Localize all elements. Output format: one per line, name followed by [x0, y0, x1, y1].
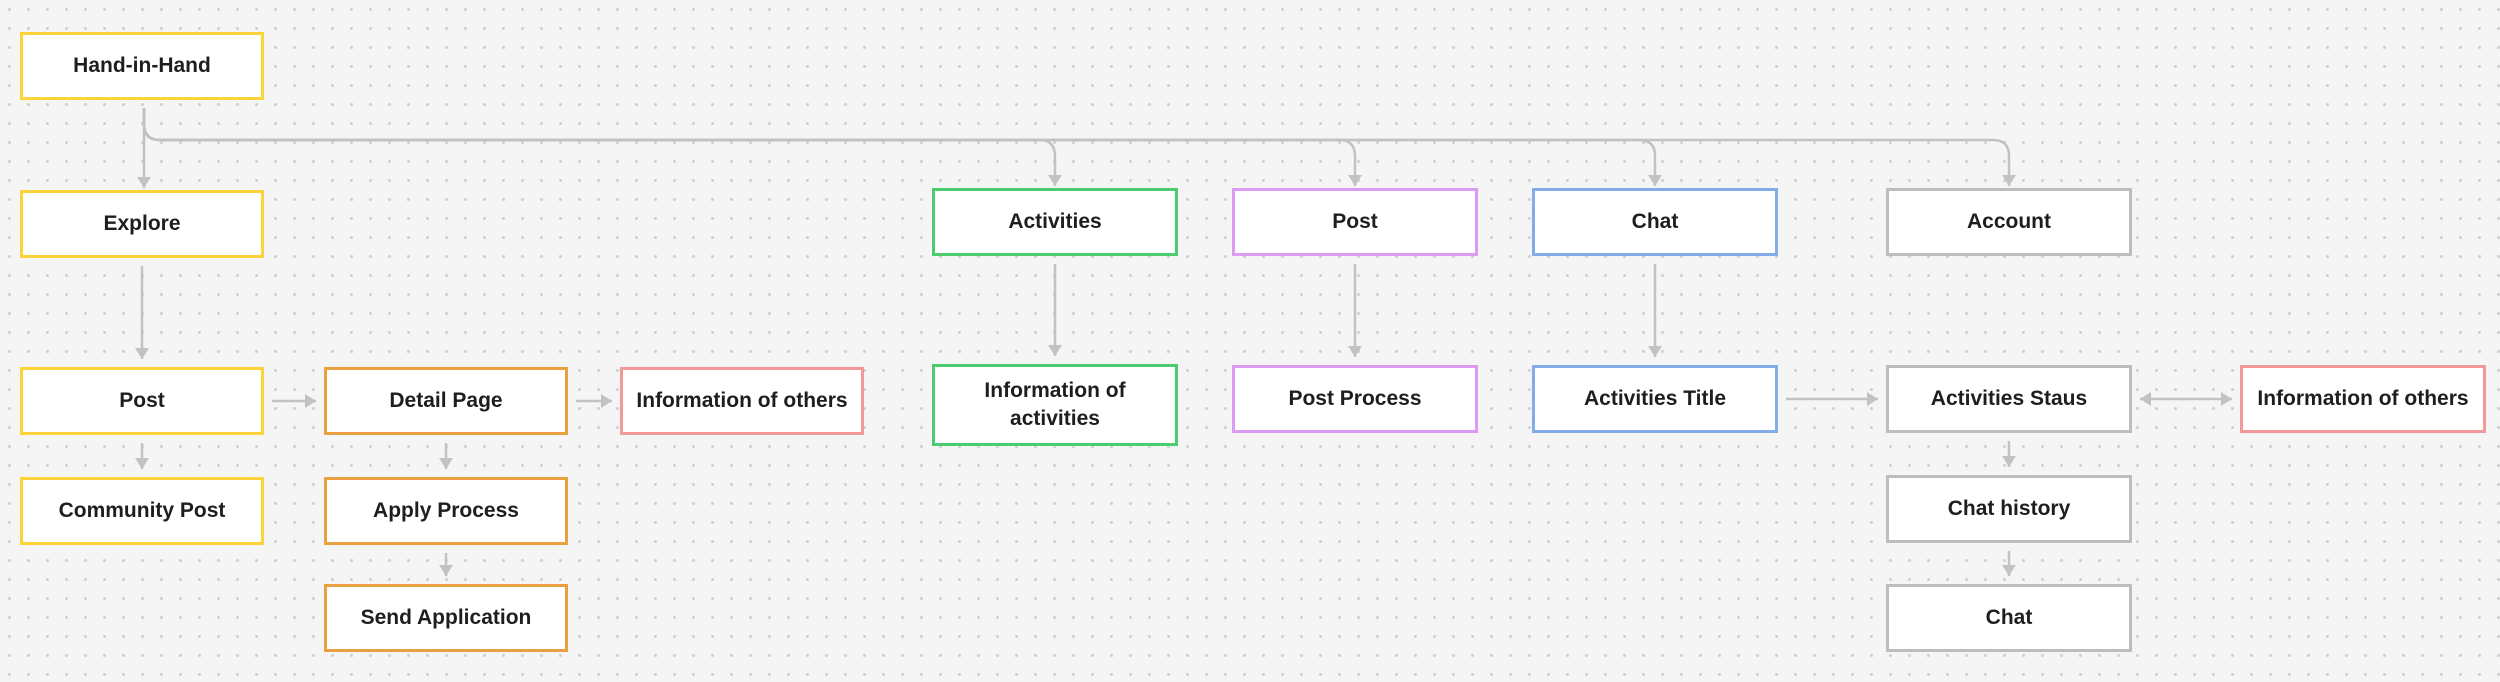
node-chat-history[interactable]: Chat history — [1886, 475, 2132, 543]
arrowhead-hand-in-hand-to-explore — [137, 177, 151, 188]
node-label: Activities — [1008, 210, 1102, 233]
arrowhead-post-to-community-post — [135, 458, 149, 469]
node-post-process[interactable]: Post Process — [1232, 365, 1478, 433]
node-detail-page[interactable]: Detail Page — [324, 367, 568, 435]
node-label: Hand-in-Hand — [73, 54, 211, 77]
arrowhead-activities-staus-to-chat-history — [2002, 456, 2016, 467]
arrowhead-hand-in-hand-to-chat-tab — [1648, 175, 1662, 186]
arrowhead-activities-to-information-of-activities — [1048, 345, 1062, 356]
arrowhead-activities-title-to-activities-staus — [1867, 392, 1878, 406]
node-apply-process[interactable]: Apply Process — [324, 477, 568, 545]
arrowhead-detail-page-to-apply-process — [439, 458, 453, 469]
arrowhead-hand-in-hand-to-activities — [1048, 175, 1062, 186]
node-label: Information of activities — [984, 379, 1126, 430]
node-label: Chat — [1985, 606, 2033, 629]
node-activities[interactable]: Activities — [932, 188, 1178, 256]
node-label: Activities Title — [1584, 387, 1726, 410]
node-information-of-others[interactable]: Information of others — [2240, 365, 2486, 433]
node-label: Post — [119, 389, 165, 412]
node-label: Chat history — [1947, 497, 2071, 520]
node-explore[interactable]: Explore — [20, 190, 264, 258]
node-label: Apply Process — [373, 499, 519, 522]
node-chat-tab[interactable]: Chat — [1532, 188, 1778, 256]
node-label: Activities Staus — [1930, 387, 2088, 410]
arrowhead-chat-tab-to-activities-title — [1648, 346, 1662, 357]
node-label: Information of others — [636, 389, 848, 412]
node-label: Account — [1967, 210, 2051, 233]
connector-hand-in-hand-to-post-tab — [142, 108, 1357, 186]
node-information-of-activities[interactable]: Information of activities — [932, 364, 1178, 446]
node-hand-in-hand[interactable]: Hand-in-Hand — [20, 32, 264, 100]
node-post[interactable]: Post — [20, 367, 264, 435]
node-send-application[interactable]: Send Application — [324, 584, 568, 652]
connector-hand-in-hand-to-account — [142, 108, 2011, 186]
arrowhead-activities-staus-to-information-of-others-2-reverse — [2140, 392, 2151, 406]
arrowhead-hand-in-hand-to-account — [2002, 175, 2016, 186]
arrowhead-apply-process-to-send-application — [439, 565, 453, 576]
connector-hand-in-hand-to-activities — [142, 108, 1057, 186]
arrowhead-post-tab-to-post-process — [1348, 346, 1362, 357]
node-label: Community Post — [58, 499, 226, 522]
node-account[interactable]: Account — [1886, 188, 2132, 256]
arrowhead-chat-history-to-chat — [2002, 565, 2016, 576]
arrowhead-explore-to-post — [135, 348, 149, 359]
node-community-post[interactable]: Community Post — [20, 477, 264, 545]
node-activities-staus[interactable]: Activities Staus — [1886, 365, 2132, 433]
arrowhead-hand-in-hand-to-post-tab — [1348, 175, 1362, 186]
node-information-of-others[interactable]: Information of others — [620, 367, 864, 435]
node-label: Information of others — [2257, 387, 2469, 410]
node-label: Send Application — [360, 606, 532, 629]
node-post-tab[interactable]: Post — [1232, 188, 1478, 256]
node-label: Post — [1332, 210, 1378, 233]
node-label: Post Process — [1288, 387, 1422, 410]
arrowhead-post-to-detail-page — [305, 394, 316, 408]
node-chat[interactable]: Chat — [1886, 584, 2132, 652]
arrowhead-activities-staus-to-information-of-others-2 — [2221, 392, 2232, 406]
connector-hand-in-hand-to-chat-tab — [142, 108, 1657, 186]
node-label: Chat — [1631, 210, 1679, 233]
node-label: Detail Page — [389, 389, 503, 412]
node-label: Explore — [103, 212, 181, 235]
node-activities-title[interactable]: Activities Title — [1532, 365, 1778, 433]
arrowhead-detail-page-to-information-of-others-1 — [601, 394, 612, 408]
